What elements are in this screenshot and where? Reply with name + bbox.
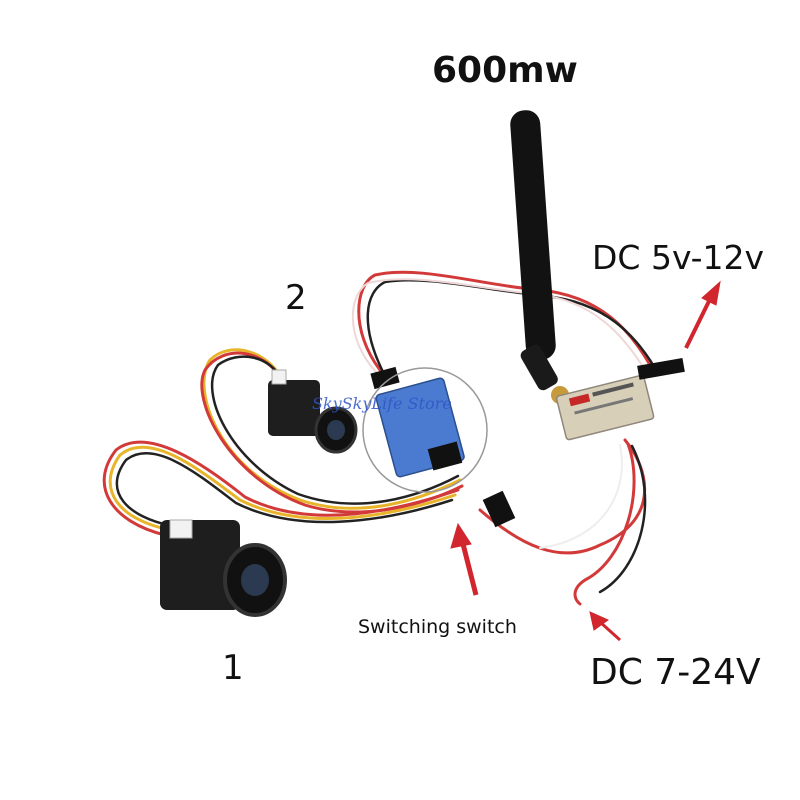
dc-connector-top (637, 357, 685, 380)
transmitter-icon (555, 374, 655, 441)
power-label: 600mw (432, 50, 578, 91)
plug-connector (482, 490, 516, 528)
antenna-icon (510, 110, 569, 404)
arrow-icon (684, 280, 721, 349)
dc-input-main-label: DC 7-24V (590, 652, 761, 693)
camera-icon (268, 369, 358, 454)
arrow-icon (450, 522, 479, 596)
switch-label: Switching switch (358, 616, 517, 638)
switch-board-icon (362, 366, 488, 493)
watermark: SkySkyLife Store (312, 394, 452, 413)
camera-1-label: 1 (222, 648, 244, 688)
camera-2-label: 2 (285, 278, 307, 318)
wire-bundle (102, 270, 657, 606)
dc-input-transmitter-label: DC 5v-12v (592, 238, 765, 277)
arrow-icon (589, 611, 622, 642)
camera-icon (160, 519, 287, 617)
